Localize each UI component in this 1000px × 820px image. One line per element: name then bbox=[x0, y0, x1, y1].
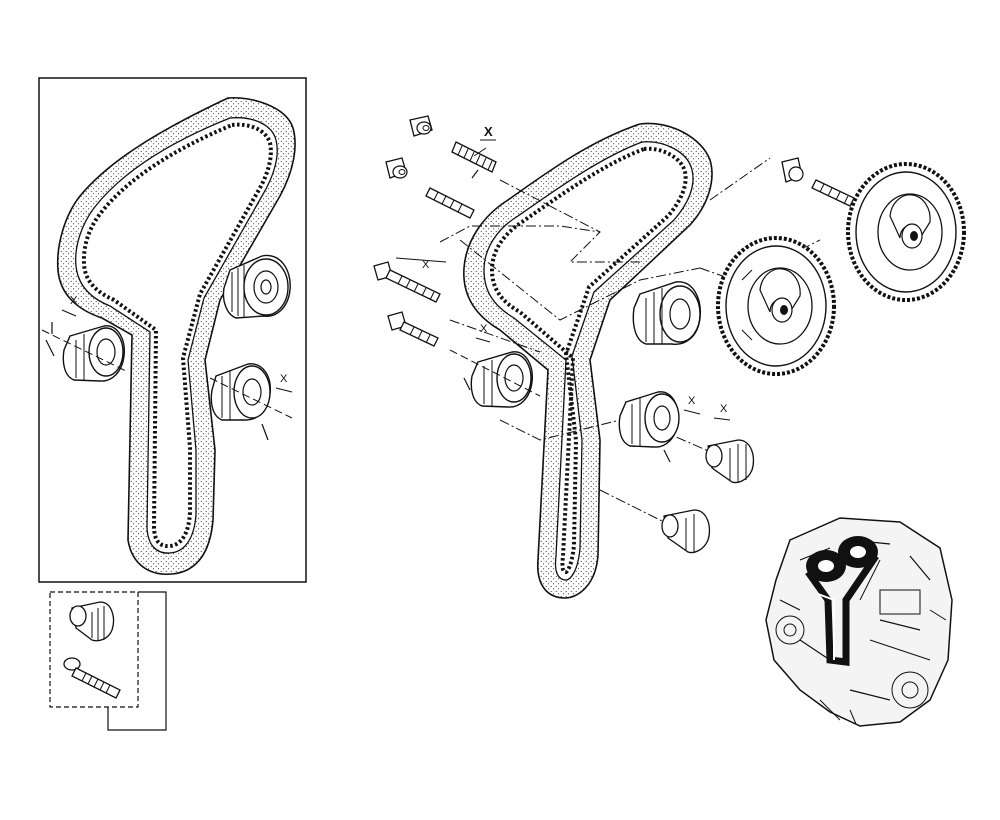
panel-frame bbox=[38, 77, 307, 583]
spacer-sleeve-right-1: X bbox=[705, 403, 755, 484]
stud-top-2 bbox=[425, 187, 475, 219]
dimension-label-x-2: X bbox=[280, 373, 288, 385]
engine-block-illustration bbox=[765, 517, 953, 727]
dimension-label-x-center: X bbox=[480, 323, 488, 335]
engine-timing-belt-icon bbox=[805, 536, 879, 666]
dimension-label-x-right-2: X bbox=[720, 403, 728, 415]
exploded-view: X X bbox=[373, 115, 966, 599]
nut-right-top bbox=[781, 157, 804, 183]
long-bolt-center: X bbox=[373, 257, 447, 303]
timing-belt-center bbox=[463, 122, 713, 599]
dimension-label-x-mid: X bbox=[422, 259, 430, 271]
timing-belt-left bbox=[56, 96, 296, 575]
camshaft-pulley-front bbox=[716, 236, 836, 376]
idler-roller-left: X bbox=[41, 295, 129, 382]
tensioner-roller-center bbox=[632, 281, 701, 345]
tensioner-roller-center-lower: X bbox=[618, 391, 701, 463]
left-kit-panel: X X bbox=[38, 77, 307, 583]
dimension-label-x: X bbox=[70, 295, 78, 307]
stud-top-1: X bbox=[451, 124, 497, 179]
stud-right-top bbox=[811, 179, 855, 207]
nut-top-2 bbox=[385, 157, 408, 179]
nut-top-1 bbox=[409, 115, 433, 137]
camshaft-pulley-rear bbox=[846, 162, 966, 302]
dashed-frame bbox=[49, 591, 139, 708]
spacer-sleeve-right-2 bbox=[661, 509, 711, 554]
tensioner-roller-left-lower: X bbox=[209, 363, 293, 441]
bolt-center-lower bbox=[387, 311, 439, 347]
dimension-label-x-top: X bbox=[484, 124, 493, 139]
accessory-parts-panel bbox=[49, 591, 167, 731]
bolt-icon bbox=[63, 657, 121, 699]
tensioner-roller-left-upper bbox=[222, 254, 291, 319]
idler-roller-center: X bbox=[449, 323, 541, 408]
dimension-label-x-right-1: X bbox=[688, 395, 696, 407]
spacer-sleeve-icon bbox=[69, 601, 115, 642]
